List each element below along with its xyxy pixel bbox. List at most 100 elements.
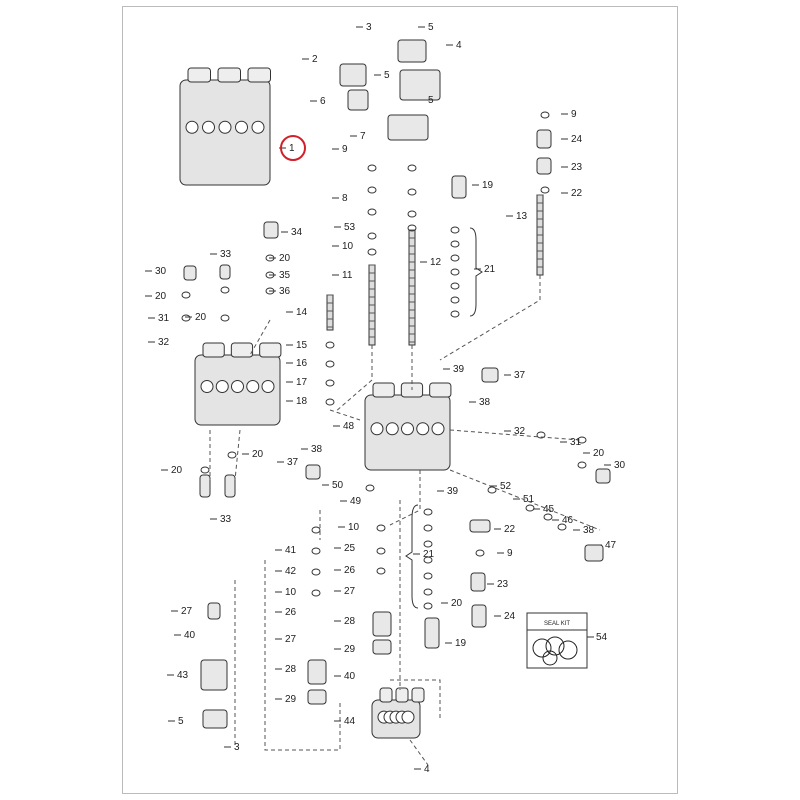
undefined xyxy=(325,379,335,387)
undefined xyxy=(423,540,433,548)
undefined xyxy=(450,268,460,276)
callout-8: 8 xyxy=(342,193,348,204)
undefined xyxy=(557,523,567,531)
undefined xyxy=(450,254,460,262)
spool-13 xyxy=(536,194,544,276)
callout-39: 39 xyxy=(453,364,465,375)
callout-23: 23 xyxy=(571,162,583,173)
callout-48: 48 xyxy=(343,421,355,432)
undefined xyxy=(376,567,386,575)
callout-9: 9 xyxy=(507,548,513,559)
callout-40: 40 xyxy=(184,630,196,641)
plug-47 xyxy=(584,544,604,562)
callout-12: 12 xyxy=(430,257,442,268)
undefined xyxy=(367,186,377,194)
spool-11 xyxy=(368,264,376,346)
undefined xyxy=(367,232,377,240)
undefined xyxy=(367,164,377,172)
callout-20: 20 xyxy=(171,465,183,476)
bracket-21 xyxy=(469,227,483,317)
callout-43: 43 xyxy=(177,670,189,681)
valve-body-left xyxy=(194,342,282,426)
valve-assembly-overview xyxy=(179,67,271,186)
callout-11: 11 xyxy=(342,270,353,281)
undefined xyxy=(536,431,546,439)
callout-20: 20 xyxy=(593,448,605,459)
callout-32: 32 xyxy=(158,337,170,348)
cap-5 xyxy=(339,63,367,87)
callout-9: 9 xyxy=(571,109,577,120)
callout-52: 52 xyxy=(500,481,512,492)
callout-37: 37 xyxy=(287,457,299,468)
relief-valve-14 xyxy=(326,294,334,331)
callout-20: 20 xyxy=(252,449,264,460)
seal-kit-label: SEAL KIT xyxy=(544,621,570,627)
undefined xyxy=(220,314,230,322)
undefined xyxy=(577,461,587,469)
plug-24 xyxy=(536,129,552,149)
fitting-34 xyxy=(263,221,279,239)
spring-28 xyxy=(307,659,327,685)
callout-46: 46 xyxy=(562,515,574,526)
cap-29 xyxy=(372,639,392,655)
plug-37 xyxy=(481,367,499,383)
callout-3: 3 xyxy=(366,22,372,33)
callout-1: 1 xyxy=(289,143,295,154)
undefined xyxy=(450,240,460,248)
callout-49: 49 xyxy=(350,496,362,507)
callout-30: 30 xyxy=(614,460,626,471)
undefined xyxy=(540,186,550,194)
callout-24: 24 xyxy=(504,611,516,622)
undefined xyxy=(540,111,550,119)
callout-31: 31 xyxy=(570,437,582,448)
callout-32: 32 xyxy=(514,426,526,437)
callout-22: 22 xyxy=(571,188,583,199)
callout-37: 37 xyxy=(514,370,526,381)
undefined xyxy=(407,188,417,196)
undefined xyxy=(325,398,335,406)
callout-10: 10 xyxy=(342,241,354,252)
callout-4: 4 xyxy=(424,764,430,775)
callout-22: 22 xyxy=(504,524,516,535)
undefined xyxy=(475,549,485,557)
bracket-21-lower xyxy=(405,504,419,609)
callout-19: 19 xyxy=(455,638,467,649)
callout-33: 33 xyxy=(220,514,232,525)
seal-kit-callout: 54 xyxy=(596,632,608,643)
cap-29 xyxy=(307,689,327,705)
undefined xyxy=(325,360,335,368)
callout-27: 27 xyxy=(285,634,297,645)
callout-13: 13 xyxy=(516,211,528,222)
assembly-line xyxy=(334,345,373,413)
callout-23: 23 xyxy=(497,579,509,590)
undefined xyxy=(325,341,335,349)
undefined xyxy=(376,547,386,555)
valve-body-center xyxy=(364,382,452,471)
callout-24: 24 xyxy=(571,134,583,145)
callout-29: 29 xyxy=(285,694,297,705)
undefined xyxy=(220,286,230,294)
callout-39: 39 xyxy=(447,486,459,497)
callout-53: 53 xyxy=(344,222,356,233)
fitting-33 xyxy=(199,474,211,498)
callout-17: 17 xyxy=(296,377,308,388)
plug-27 xyxy=(207,602,221,620)
plug-30 xyxy=(595,468,611,484)
assembly-line xyxy=(389,470,421,526)
callout-5: 5 xyxy=(384,70,390,81)
plug-23 xyxy=(536,157,552,175)
callout-2: 2 xyxy=(312,54,318,65)
assembly-line xyxy=(449,469,601,531)
spool-12 xyxy=(408,229,416,346)
undefined xyxy=(423,602,433,610)
valve-19 xyxy=(424,617,440,649)
callout-38: 38 xyxy=(311,444,323,455)
callout-38: 38 xyxy=(583,525,595,536)
fitting-6 xyxy=(347,89,369,111)
callout-42: 42 xyxy=(285,566,297,577)
assembly-line xyxy=(329,409,361,421)
undefined xyxy=(181,314,191,322)
callout-21: 21 xyxy=(423,549,435,560)
callout-26: 26 xyxy=(285,607,297,618)
